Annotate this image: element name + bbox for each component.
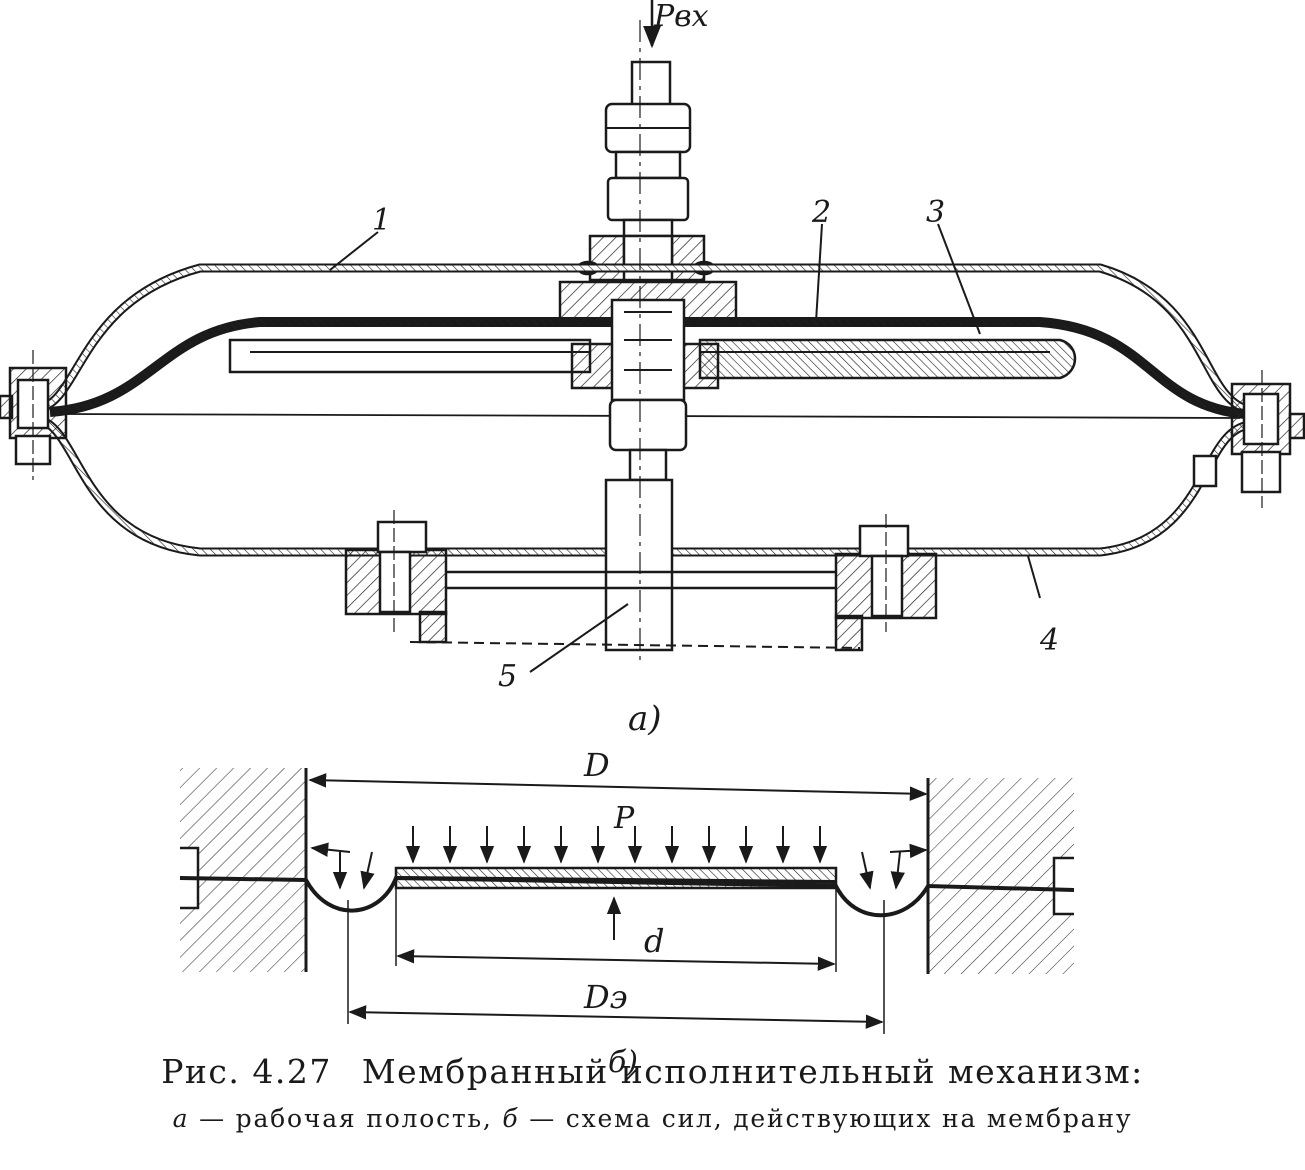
pressure-arrows [310,826,928,940]
right-mount [834,514,938,652]
left-flange-bolt [0,350,68,480]
sublabel-a: а) [628,699,662,739]
caption-item-a: — рабочая полость, [189,1104,503,1133]
dimension-D-label: D [583,746,610,784]
dimension-d-label: d [644,922,664,960]
part-label-5: 5 [498,659,517,694]
right-flange-bolt [1192,370,1305,508]
part-label-4: 4 [1039,623,1059,658]
rigid-plate [228,338,592,374]
input-fitting [604,60,692,266]
figure-caption-title: Рис. 4.27 Мембранный исполнительный механ… [0,1052,1305,1091]
part-label-2: 2 [811,195,831,230]
part-label-1: 1 [372,203,391,238]
dimension-d [396,949,836,971]
sublabel-b: б) [608,1045,638,1080]
left-wall [180,768,306,972]
figure-number: Рис. 4.27 [161,1052,332,1091]
input-pressure-label: Pвх [653,0,709,34]
caption-letter-b: б [502,1104,520,1133]
left-mount [344,510,448,644]
stem [604,20,688,660]
pressure-label: P [613,801,635,836]
part-label-3: 3 [926,195,945,230]
dimension-De-label: Dэ [583,978,628,1016]
dimension-De [348,1005,884,1029]
figure-title: Мембранный исполнительный механизм: [361,1052,1144,1091]
top-boss [576,234,716,282]
diagram-b-forces [179,768,1075,1034]
caption-item-b: — схема сил, действующих на мембрану [519,1104,1133,1133]
dimension-D [308,773,928,801]
diagram-a-actuator [0,0,1305,673]
right-wall [928,778,1074,974]
figure-caption-description: а — рабочая полость, б — схема сил, дейс… [0,1104,1305,1133]
caption-letter-a: а [172,1104,190,1133]
